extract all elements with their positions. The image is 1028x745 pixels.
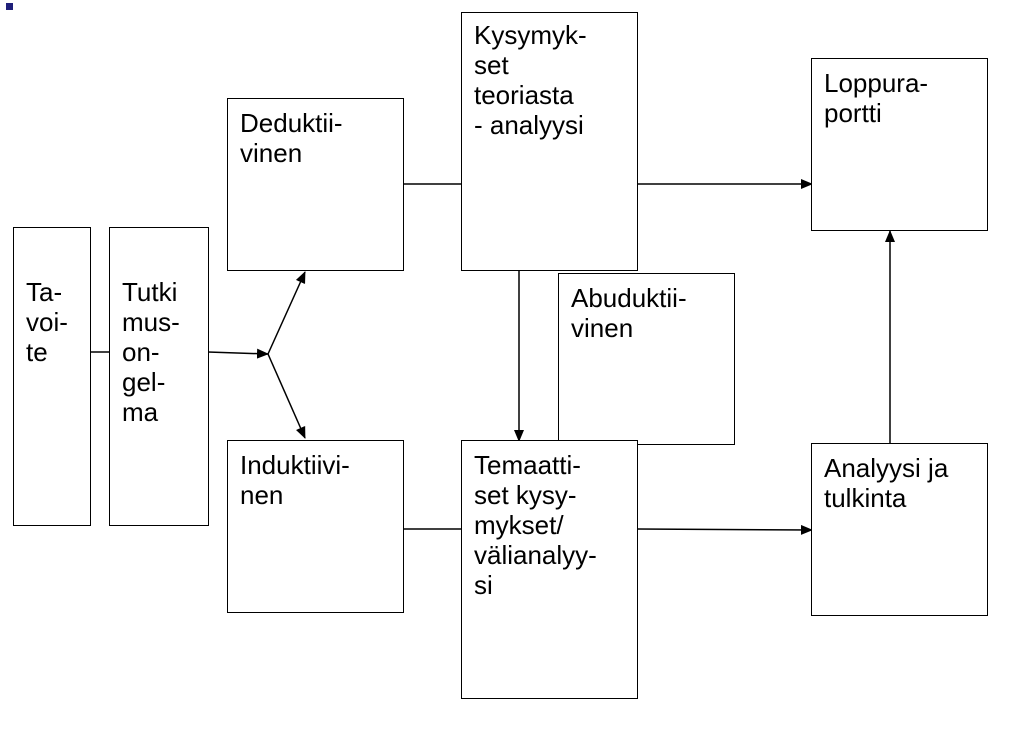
node-analyysi-ja-tulkinta: Analyysi ja tulkinta <box>811 443 988 616</box>
arrow-branch-deduktiivinen <box>267 271 306 355</box>
node-loppuraportti: Loppura- portti <box>811 58 988 231</box>
node-abduktiivinen: Abuduktii- vinen <box>558 273 735 445</box>
node-induktiivinen: Induktiivi- nen <box>227 440 404 613</box>
arrow-tutkimusongelma-branch <box>207 348 269 359</box>
arrow-temaattiset-analyysi <box>636 524 813 535</box>
node-tutkimusongelma: Tutki mus- on- gel- ma <box>109 227 209 526</box>
node-tavoite: Ta- voi- te <box>13 227 91 526</box>
node-kysymykset-teoriasta: Kysymyk- set teoriasta - analyysi <box>461 12 638 271</box>
slide-bullet-icon <box>6 3 13 10</box>
node-temaattiset-kysymykset: Temaatti- set kysy- mykset/ välianalyy- … <box>461 440 638 699</box>
node-deduktiivinen: Deduktii- vinen <box>227 98 404 271</box>
arrow-branch-induktiivinen <box>267 353 306 439</box>
